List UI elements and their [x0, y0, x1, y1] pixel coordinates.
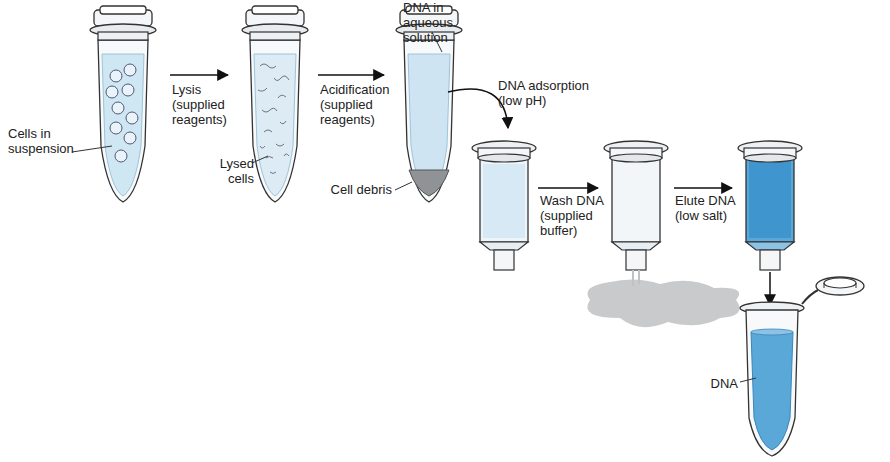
text-label: Lysis (supplied reagents): [172, 82, 238, 127]
text-label: DNA in aqueous solution: [403, 0, 473, 45]
text-label: Lysed cells: [196, 156, 254, 186]
text-label: DNA adsorption (low pH): [498, 78, 610, 108]
text-label: Cells in suspension: [8, 126, 80, 156]
text-label: Acidification (supplied reagents): [320, 82, 420, 127]
text-label: Cell debris: [318, 182, 392, 197]
text-label: Wash DNA (supplied buffer): [540, 193, 606, 238]
text-label: DNA: [700, 376, 738, 391]
text-label: Elute DNA (low salt): [675, 193, 747, 223]
